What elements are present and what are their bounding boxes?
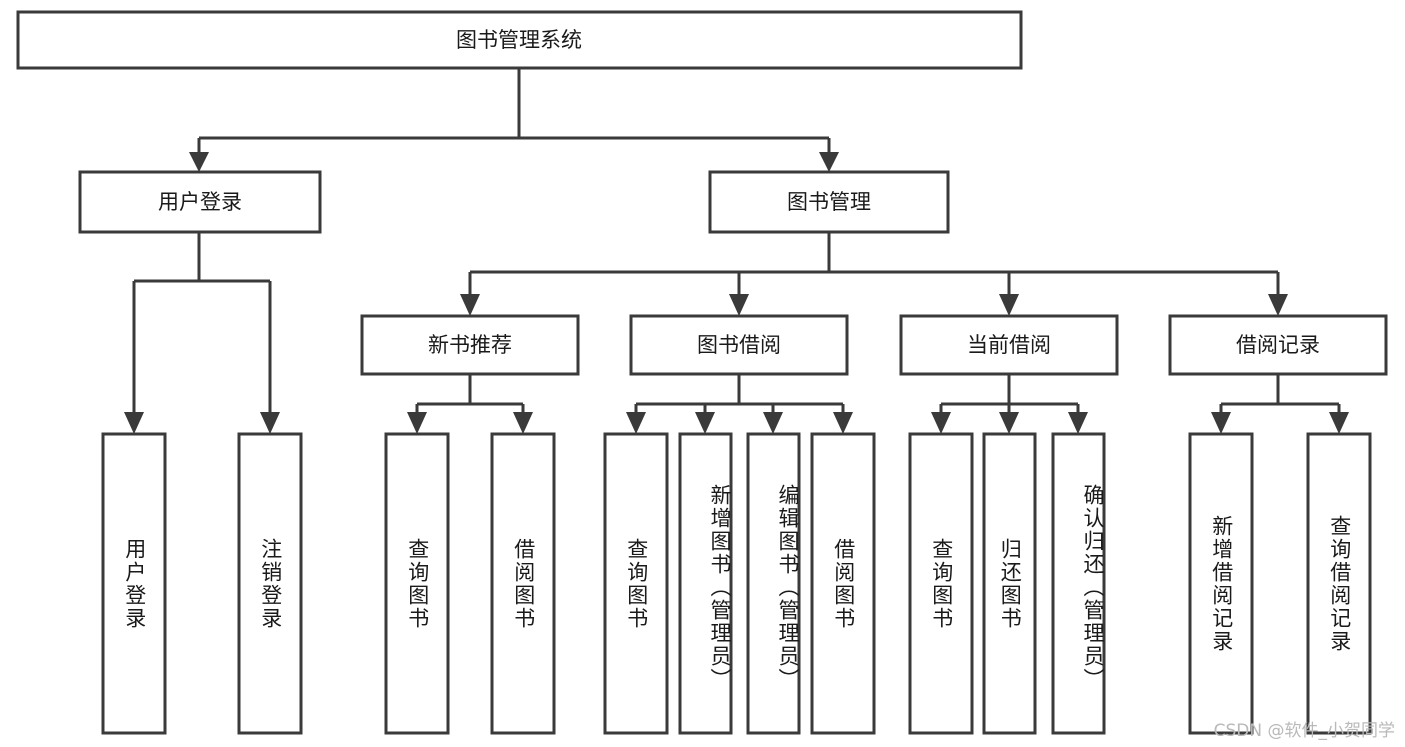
connector-group-book-manage — [460, 232, 1288, 316]
node-new-book-recommend[interactable]: 新书推荐 — [360, 314, 580, 376]
leaf-box-book-borrow-2[interactable] — [678, 432, 733, 735]
arrow-head-book-manage — [819, 152, 839, 172]
node-book-borrow-label: 图书借阅 — [697, 333, 781, 357]
leaf-box-borrow-record-1[interactable] — [1188, 432, 1254, 735]
arrow-head-current-borrow — [999, 294, 1019, 316]
connector-group-user-login — [124, 232, 280, 434]
node-new-book-recommend-label: 新书推荐 — [428, 333, 512, 357]
leaf-box-new-book-2[interactable] — [490, 432, 556, 735]
connector-group-new-book — [407, 374, 533, 434]
node-user-login[interactable]: 用户登录 — [78, 170, 322, 234]
arrow-head-borrow-record — [1268, 294, 1288, 316]
connector-group-current-borrow — [931, 374, 1088, 434]
connector-group-book-borrow — [626, 374, 853, 434]
leaf-box-book-borrow-3[interactable] — [746, 432, 801, 735]
node-new-book-recommend-box[interactable] — [360, 314, 580, 376]
leaf-boxes-book-borrow — [603, 432, 876, 735]
arrow-head-leaf-new-book-1 — [407, 412, 427, 434]
leaf-box-book-borrow-4[interactable] — [810, 432, 876, 735]
node-user-login-label: 用户登录 — [158, 190, 242, 214]
arrow-head-leaf-current-borrow-3 — [1068, 412, 1088, 434]
node-book-manage[interactable]: 图书管理 — [708, 170, 950, 234]
arrow-head-leaf-new-book-2 — [513, 412, 533, 434]
node-borrow-record-box[interactable] — [1168, 314, 1388, 376]
leaf-box-borrow-record-2[interactable] — [1306, 432, 1372, 735]
node-book-manage-box[interactable] — [708, 170, 950, 234]
node-book-manage-label: 图书管理 — [787, 190, 871, 214]
leaf-boxes-new-book — [384, 432, 556, 735]
arrow-head-new-book — [460, 294, 480, 316]
arrow-head-user-login — [189, 152, 209, 172]
node-current-borrow-box[interactable] — [899, 314, 1119, 376]
node-current-borrow-label: 当前借阅 — [967, 333, 1051, 357]
arrow-head-leaf-current-borrow-2 — [999, 412, 1019, 434]
leaf-box-book-borrow-1[interactable] — [603, 432, 669, 735]
leaf-boxes-current-borrow — [908, 432, 1106, 735]
arrow-head-leaf-book-borrow-3 — [763, 412, 783, 434]
node-borrow-record[interactable]: 借阅记录 — [1168, 314, 1388, 376]
leaf-box-current-borrow-3[interactable] — [1051, 432, 1106, 735]
node-book-borrow-box[interactable] — [629, 314, 849, 376]
node-current-borrow[interactable]: 当前借阅 — [899, 314, 1119, 376]
node-borrow-record-label: 借阅记录 — [1236, 333, 1320, 357]
node-root-box[interactable] — [16, 10, 1023, 70]
leaf-box-user-login-1[interactable] — [101, 432, 167, 735]
arrow-head-leaf-user-login-2 — [260, 412, 280, 434]
leaf-box-user-login-2[interactable] — [237, 432, 303, 735]
leaf-boxes-borrow-record — [1188, 432, 1372, 735]
arrow-head-leaf-current-borrow-1 — [931, 412, 951, 434]
csdn-watermark: CSDN @软件_小贺同学 — [1213, 721, 1395, 741]
leaf-box-current-borrow-1[interactable] — [908, 432, 974, 735]
connector-group-root — [189, 68, 839, 172]
arrow-head-leaf-book-borrow-1 — [626, 412, 646, 434]
node-root[interactable]: 图书管理系统 — [16, 10, 1023, 70]
arrow-head-leaf-user-login-1 — [124, 412, 144, 434]
node-book-borrow[interactable]: 图书借阅 — [629, 314, 849, 376]
leaf-box-current-borrow-2[interactable] — [982, 432, 1037, 735]
arrow-head-leaf-borrow-record-2 — [1329, 412, 1349, 434]
arrow-head-leaf-book-borrow-4 — [833, 412, 853, 434]
node-root-label: 图书管理系统 — [456, 28, 582, 52]
node-user-login-box[interactable] — [78, 170, 322, 234]
arrow-head-book-borrow — [729, 294, 749, 316]
arrow-head-leaf-borrow-record-1 — [1211, 412, 1231, 434]
leaf-box-new-book-1[interactable] — [384, 432, 450, 735]
leaf-boxes-user-login — [101, 432, 303, 735]
arrow-head-leaf-book-borrow-2 — [695, 412, 715, 434]
connector-group-borrow-record — [1211, 374, 1349, 434]
